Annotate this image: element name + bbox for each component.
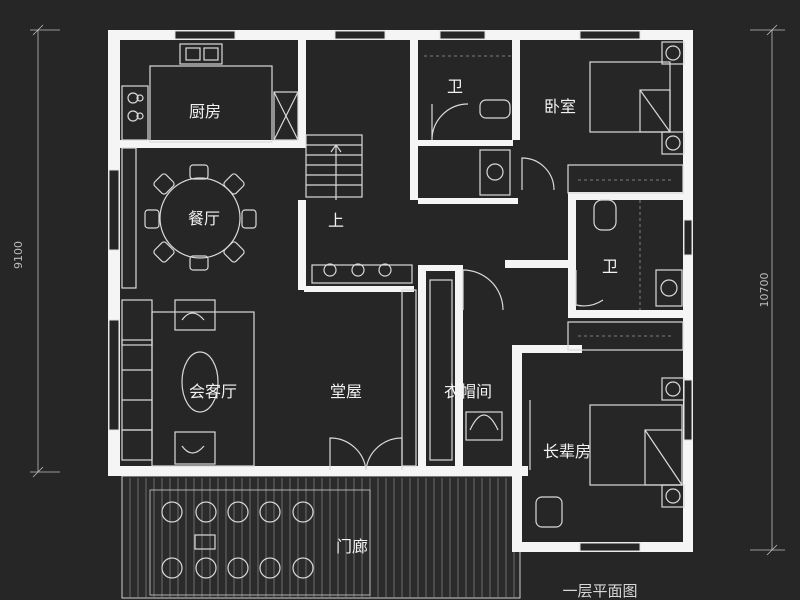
room-label-guest-hall: 会客厅 <box>189 382 237 401</box>
corridor-door <box>462 269 504 311</box>
porch-deck <box>121 475 521 599</box>
left-dimension-label: 9100 <box>12 241 25 269</box>
dimension-lines <box>30 24 785 556</box>
guest-hall-furniture <box>121 299 255 467</box>
room-label-kitchen: 厨房 <box>189 102 221 121</box>
top-bathroom-fixtures <box>424 55 512 196</box>
room-label-bathroom-top: 卫 <box>447 77 463 96</box>
elder-room-furniture <box>529 321 685 528</box>
room-label-dining: 餐厅 <box>188 209 220 228</box>
room-label-elder-room: 长辈房 <box>543 442 591 461</box>
bedroom-furniture <box>521 41 685 194</box>
main-hall-door <box>329 437 403 471</box>
windows <box>108 30 693 552</box>
room-label-porch: 门廊 <box>336 537 368 556</box>
room-label-cloakroom: 衣帽间 <box>444 382 492 401</box>
interior-walls <box>120 30 693 468</box>
staircase <box>305 134 363 200</box>
room-label-main-hall: 堂屋 <box>330 382 362 401</box>
room-label-bedroom: 卧室 <box>544 97 576 116</box>
mid-bathroom-fixtures <box>575 199 683 310</box>
cloakroom-fixtures <box>429 279 503 461</box>
plan-title: 一层平面图 <box>562 582 637 600</box>
room-label-bathroom-mid: 卫 <box>602 257 618 276</box>
right-dimension-label: 10700 <box>758 273 771 308</box>
stair-up-label: 上 <box>328 211 344 230</box>
hall-cabinet <box>311 263 417 467</box>
kitchen-fixtures <box>121 43 299 143</box>
dining-set <box>121 147 257 289</box>
porch-chairs <box>161 501 314 579</box>
